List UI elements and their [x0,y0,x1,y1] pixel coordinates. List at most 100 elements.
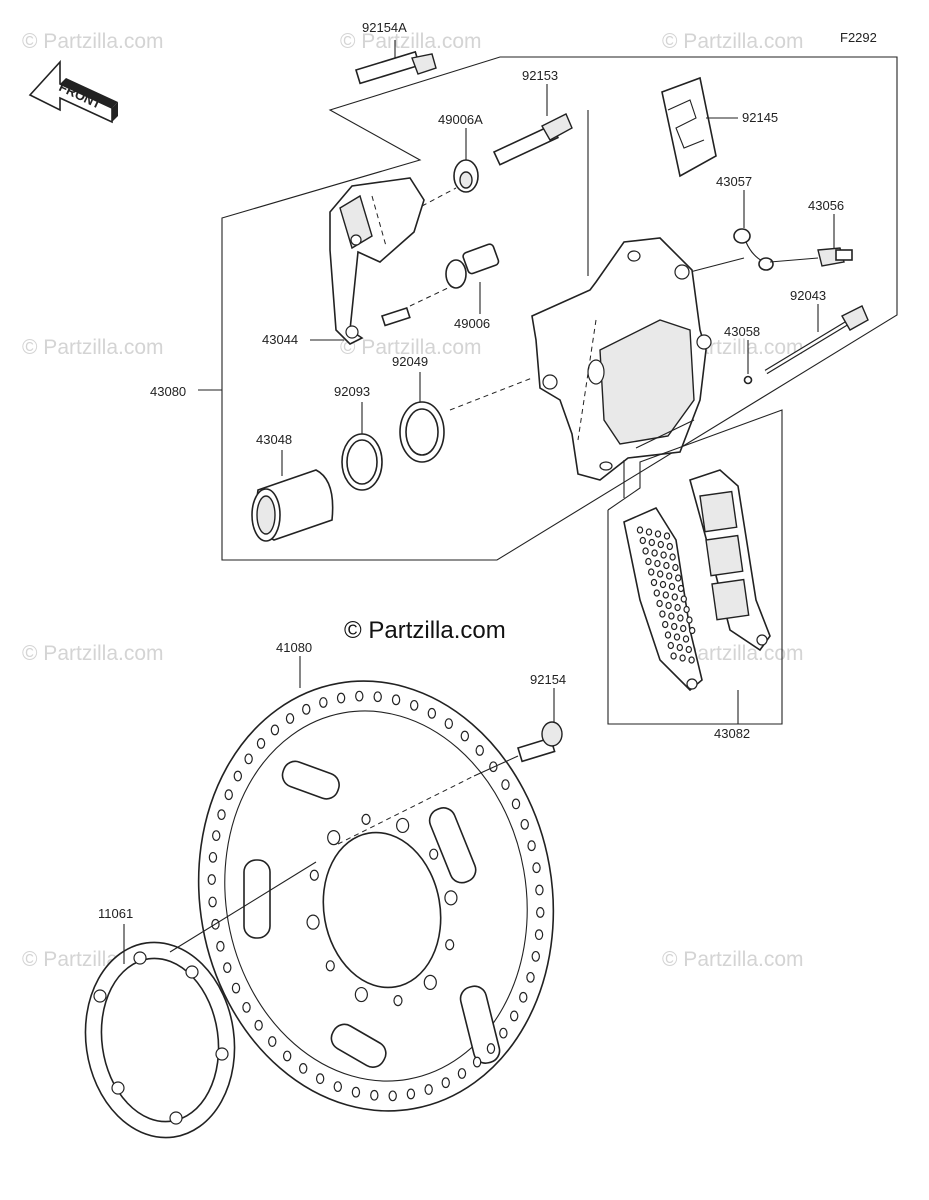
vent-hole [212,830,221,842]
vent-hole [315,1073,325,1085]
vent-hole [519,991,528,1003]
part-label-92154: 92154 [530,672,566,687]
vent-hole [656,599,663,608]
vent-hole [270,724,280,736]
vent-hole [677,584,685,593]
pin-92153 [492,113,573,166]
vent-hole [660,551,667,559]
vent-hole [423,974,437,990]
vent-hole [475,745,484,756]
vent-hole [406,1088,416,1100]
vent-hole [444,890,458,906]
part-label-43044: 43044 [262,332,298,347]
vent-hole [648,538,656,547]
vent-hole [354,986,368,1003]
vent-hole [534,929,544,941]
vent-hole [444,718,453,729]
piston-43048 [251,469,334,542]
vent-hole [670,652,677,660]
part-label-92049: 92049 [392,354,428,369]
vent-hole [673,633,681,641]
watermark: © Partzilla.com [22,30,164,53]
vent-hole [410,699,419,711]
vent-hole [685,645,693,654]
vent-hole [208,896,217,908]
vent-hole [208,851,218,863]
seal-92049 [399,401,445,463]
caliper-bracket [329,177,425,345]
seal-43058 [743,375,753,385]
watermark: © Partzilla.com [662,948,804,971]
part-label-92043: 92043 [790,288,826,303]
part-label-92093: 92093 [334,384,370,399]
vent-hole [509,1010,519,1022]
part-label-43057: 43057 [716,174,752,189]
watermark: © Partzilla.com [22,336,164,359]
vent-hole [680,595,688,603]
watermark: © Partzilla.com [662,30,804,53]
vent-hole [654,530,662,538]
part-label-11061: 11061 [98,906,133,921]
vent-hole [665,601,672,610]
diagram-code: F2292 [840,30,877,45]
vent-hole [244,753,253,765]
vent-hole [671,593,679,601]
vent-hole [242,1001,251,1013]
part-label-43082: 43082 [714,726,750,741]
vent-hole [531,950,540,962]
vent-hole [256,738,266,749]
vent-hole [370,1089,379,1101]
vent-hole [217,809,226,821]
part-label-92153: 92153 [522,68,558,83]
vent-hole [233,770,243,782]
vent-hole [654,559,661,568]
vent-hole [666,542,674,551]
part-label-43056: 43056 [808,198,844,213]
vent-hole [424,1084,433,1095]
copyright-text: © Partzilla.com [344,617,506,644]
vent-hole [285,713,295,724]
vent-hole [672,563,679,572]
vent-hole [302,703,311,715]
vent-hole [645,557,652,566]
vent-hole [511,798,521,810]
vent-hole [668,582,676,591]
brake-pad-front [623,506,703,692]
vent-hole [686,616,693,624]
watermark: © Partzilla.com [22,642,164,665]
vent-hole [282,1050,292,1062]
brake-disc-41080 [197,680,555,1112]
vent-hole [355,690,364,702]
front-arrow: FRONT [28,59,118,124]
vent-hole [639,536,647,545]
spring-92145 [661,76,717,178]
part-label-43058: 43058 [724,324,760,339]
vent-hole [657,570,664,578]
pin-43044 [380,306,411,327]
watermark: © Partzilla.com [340,30,482,53]
vent-hole [668,612,675,620]
vent-hole [393,995,403,1007]
bolt-92154 [517,721,563,763]
vent-hole [532,862,541,874]
vent-hole [535,884,544,896]
vent-hole [396,817,410,834]
seal-92093 [341,433,383,491]
pad-assembly-outline [607,409,783,725]
vent-hole [676,643,684,652]
cap-43057 [733,228,774,271]
vent-hole [388,1090,397,1102]
pin-92043 [764,305,869,375]
vent-hole [659,610,666,618]
vent-hole [667,641,675,650]
vent-hole [677,614,684,622]
vent-hole [361,813,371,825]
vent-hole [224,789,233,801]
part-label-92145: 92145 [742,110,778,125]
vent-hole [682,635,690,643]
vent-hole [445,939,455,951]
boot-49006 [445,243,500,289]
vent-hole [663,561,670,570]
vent-hole [645,528,653,536]
vent-hole [688,656,695,664]
